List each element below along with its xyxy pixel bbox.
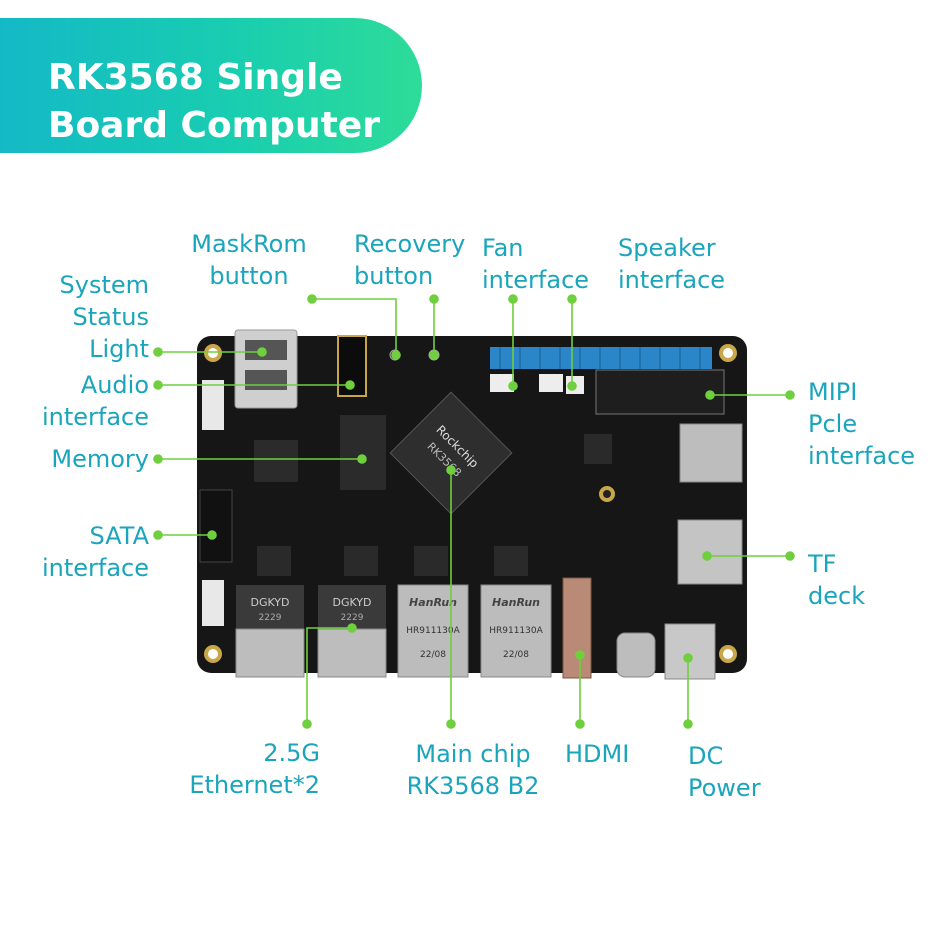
jack2-brand-text: HanRun — [492, 596, 540, 609]
main-chip-label: Main chip RK3568 B2 — [406, 740, 540, 800]
jack2-model-text: HR911130A — [489, 626, 543, 636]
dc-power-label: DC Power — [688, 742, 761, 802]
fan-interface-label: Fan interface — [482, 234, 590, 294]
hanrun-jack-1 — [397, 584, 469, 678]
tf-deck-label: TF deck — [808, 550, 866, 610]
side-connector-top — [202, 380, 224, 430]
hanrun-jack-2 — [480, 584, 552, 678]
recovery-button-label: Recovery button — [354, 230, 466, 290]
sim-slot — [679, 423, 743, 483]
hdmi-label: HDMI — [565, 740, 630, 768]
audio-interface-label: Audio interface — [41, 371, 149, 431]
memory-chip-2 — [254, 440, 298, 482]
ethernet-transformer-2 — [318, 585, 386, 629]
speaker-interface-label: Speaker interface — [618, 234, 726, 294]
fan-connector — [490, 374, 514, 392]
dc-power-jack — [664, 623, 716, 680]
usb-c-port — [616, 632, 656, 678]
leader-lines — [153, 294, 795, 729]
side-connector-bottom — [202, 580, 224, 626]
jack1-model-text: HR911130A — [406, 626, 460, 636]
page-title: RK3568 Single Board Computer — [48, 57, 380, 146]
jack2-date-text: 22/08 — [503, 650, 529, 660]
tf-slot — [677, 519, 743, 585]
memory-chip — [340, 415, 386, 490]
jack1-brand-text: HanRun — [409, 596, 457, 609]
memory-label: Memory — [51, 445, 149, 473]
hdmi-port — [562, 577, 592, 679]
gpio-header — [490, 347, 712, 369]
ethernet-transformer-1 — [236, 585, 304, 629]
sata-connector — [199, 489, 233, 563]
title-banner: RK3568 Single Board Computer — [0, 18, 422, 153]
eth1-brand-text: DGKYD — [250, 596, 289, 609]
eth2-code-text: 2229 — [341, 613, 364, 623]
jack1-date-text: 22/08 — [420, 650, 446, 660]
soc-chip — [389, 391, 513, 515]
eth1-code-text: 2229 — [259, 613, 282, 623]
mipi-pcie-interface-label: MIPI Pcle interface — [808, 378, 916, 470]
sata-interface-label: SATA interface — [41, 522, 149, 582]
eth2-brand-text: DGKYD — [332, 596, 371, 609]
system-status-light-label: System Status Light — [59, 271, 150, 363]
maskrom-button-label: MaskRom button — [191, 230, 307, 290]
ethernet-label: 2.5G Ethernet*2 — [189, 739, 320, 799]
m2-slot — [595, 369, 725, 415]
mounting-holes — [204, 344, 737, 663]
